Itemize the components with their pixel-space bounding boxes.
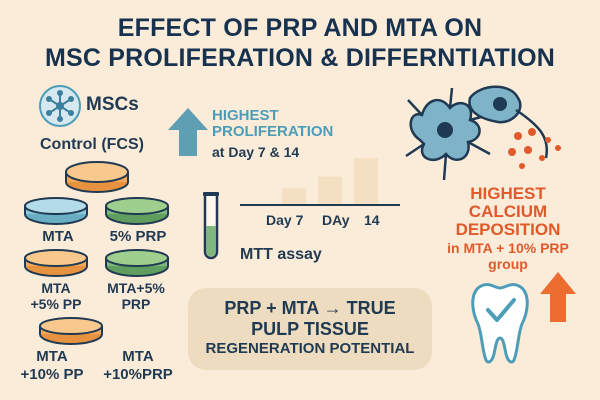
group-label: MTA+5% PRP	[107, 280, 165, 312]
cell-icon	[468, 85, 549, 159]
conclusion-box: PRP + MTA → TRUE PULP TISSUE REGENERATIO…	[188, 288, 432, 370]
group-label: MTA	[42, 228, 74, 245]
bar-0	[282, 188, 306, 205]
petri-dish-icon	[39, 317, 103, 345]
proliferation-bar-chart	[240, 158, 400, 206]
assay-label: MTT assay	[240, 246, 322, 263]
proliferation-line-1: HIGHEST	[212, 107, 279, 124]
conclusion-line-3: REGENERATION POTENTIAL	[205, 340, 415, 357]
calcium-dots	[508, 128, 561, 169]
group-label: MTA +10%PRP	[103, 348, 173, 383]
conclusion-line-2: PULP TISSUE	[251, 319, 369, 339]
control-label: Control (FCS)	[40, 136, 144, 153]
x-tick-label: Day 7	[266, 212, 304, 228]
conclusion-part-2: TRUE	[346, 298, 396, 318]
tooth-icon	[471, 282, 529, 364]
conclusion-line-1: PRP + MTA → TRUE	[188, 298, 432, 319]
stem-cells-illustration	[405, 85, 561, 181]
arrow-up-icon	[540, 272, 576, 322]
calcium-line-5: group	[488, 256, 528, 272]
right-arrow-icon: →	[323, 298, 342, 318]
group-label: MTA +5% PP	[30, 280, 82, 312]
petri-dish-icon	[65, 161, 129, 193]
petri-dish-icon	[24, 249, 88, 277]
bar-2	[354, 158, 378, 205]
group-label: 5% PRP	[109, 228, 167, 245]
x-tick-label: 14	[364, 212, 380, 228]
title-line-1: EFFECT OF PRP AND MTA ON	[117, 14, 483, 42]
group-label: MTA +10% PP	[20, 348, 84, 383]
proliferation-line-3: at Day 7 & 14	[212, 144, 300, 160]
calcium-line-1: HIGHEST	[470, 184, 546, 203]
arrow-up-icon	[168, 108, 208, 156]
calcium-line-3: DEPOSITION	[455, 220, 561, 239]
x-tick-label: DAy	[322, 212, 350, 228]
chart-bars	[282, 158, 378, 205]
petri-dish-icon	[105, 197, 169, 225]
msc-label: MSCs	[86, 94, 139, 115]
petri-dish-icon	[24, 197, 88, 225]
title-line-2: MSC PROLIFERATION & DIFFERNTIATION	[44, 44, 555, 72]
conclusion-part-1: PRP + MTA	[224, 298, 319, 318]
test-tube-icon	[203, 192, 219, 260]
checkmark-icon	[486, 298, 516, 322]
petri-dish-icon	[105, 249, 169, 277]
msc-cluster-icon	[39, 85, 81, 127]
bar-1	[318, 176, 342, 205]
calcium-line-4: in MTA + 10% PRP	[447, 240, 569, 256]
calcium-line-2: CALCIUM	[468, 202, 548, 221]
proliferation-line-2: PROLIFERATION	[212, 123, 334, 140]
